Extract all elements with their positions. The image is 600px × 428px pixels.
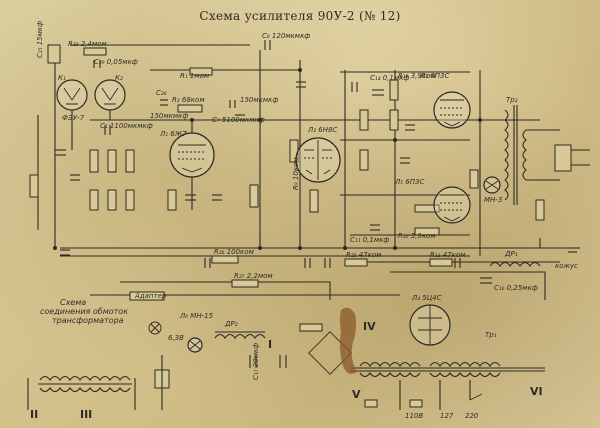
lamp-mn15	[187, 337, 203, 353]
label-c16: С₁₆ 0,25мкф	[494, 284, 538, 292]
label-r5: 150мкмкф	[150, 112, 188, 120]
schematic-title: Схема усилителя 90У-2 (№ 12)	[199, 9, 401, 23]
mains-switch	[364, 393, 483, 408]
label-c9: 150мкмкф	[240, 96, 278, 104]
label-l5: Л₅ 6П3С	[394, 178, 424, 186]
tube-l1-6zh7	[169, 120, 215, 210]
label-r13: R₁₃ 47ком	[430, 251, 466, 259]
label-c29: С₂₉ 0,05мкф	[94, 58, 138, 66]
label-r25: R₂₅ 47ком	[346, 251, 382, 259]
label-r27: R₂₇ 2,2мом	[234, 272, 273, 280]
label-r1: R₁ 1мом	[180, 72, 210, 80]
label-mn3: МН-3	[484, 196, 502, 204]
power-transformer-tr1	[350, 361, 545, 410]
label-roman-v: V	[352, 388, 361, 401]
label-l6: Л₆ МН-15	[179, 312, 214, 320]
indicator-lamp-mn3	[483, 176, 501, 194]
photomultiplier-feu7	[56, 79, 126, 150]
tube-l3-6p3s	[433, 91, 471, 129]
tube-l5-6p3s	[433, 186, 471, 224]
label-dr1: ДР₁	[504, 250, 518, 258]
label-tr1: Тр₁	[485, 331, 497, 339]
label-roman-iv: IV	[363, 320, 376, 333]
label-c26: С₂₆	[156, 89, 167, 97]
label-fev7: ФЭУ-7	[62, 114, 85, 122]
wiring-note-line1: Схема	[60, 298, 86, 307]
choke-dr2	[214, 331, 266, 339]
label-r9: R₉ 10ком	[292, 157, 300, 190]
label-r33: R₃₃ 2,4мом	[68, 40, 107, 48]
label-roman-vi: VI	[530, 385, 543, 398]
label-k2: К₂	[115, 74, 123, 82]
output-transformer-tr2	[504, 105, 590, 205]
tube-l2-6n8s	[295, 137, 341, 183]
resistors	[29, 44, 545, 332]
label-tr2: Тр₂	[506, 96, 518, 104]
wiring-note-line2: соединения обмоток	[40, 307, 128, 316]
label-c8: С₈ 120мкмкф	[262, 32, 310, 40]
label-v220: 220	[465, 412, 479, 420]
rectifier-l4	[308, 304, 451, 375]
label-v110: 110В	[405, 412, 423, 420]
component-labels: С₁₅ 15мкф R₃₃ 2,4мом С₂₉ 0,05мкф С₈ 120м…	[30, 21, 578, 421]
supply-rails	[37, 44, 580, 300]
label-c7: С₇ 5100мкмкф	[212, 116, 265, 124]
label-k1: К₁	[58, 74, 66, 82]
label-roman-ii: II	[30, 408, 38, 421]
label-r20: R₂₀ 3,9ком	[398, 232, 436, 240]
junctions	[53, 68, 482, 250]
label-c14: С₁₄ 0,1мкф	[370, 74, 409, 82]
label-dr2: ДР₂	[224, 320, 238, 328]
label-roman-i: I	[268, 338, 272, 351]
label-l6n8s: Л₂ 6Н8С	[307, 126, 337, 134]
label-c15: С₁₅ 15мкф	[36, 21, 44, 58]
label-l4: Л₄ 5Ц4С	[411, 294, 442, 302]
label-r26: R₂₆ 100ком	[214, 248, 255, 256]
label-c1: С₁ 1100мкмкф	[100, 122, 153, 130]
capacitors	[55, 40, 492, 368]
label-v127: 127	[440, 412, 454, 420]
label-roman-iii: III	[80, 408, 92, 421]
winding-diagram	[27, 321, 170, 410]
label-r2: R₂ 68ком	[172, 96, 205, 104]
choke-dr1	[489, 261, 541, 267]
label-c17: С₁₇ 20мкф	[252, 343, 260, 380]
wiring-note-line3: трансформатора	[52, 316, 124, 325]
label-c11: С₁₁ 0,1мкф	[350, 236, 389, 244]
label-l6zh7: Л₁ 6Ж7	[159, 130, 187, 138]
label-l3: Л₃ 6П3С	[419, 72, 449, 80]
label-v638: 6,3В	[168, 334, 184, 342]
label-kozhus: кожус	[555, 262, 578, 270]
label-r19: R₁₉ 3,9ком	[398, 72, 436, 80]
label-adapter: Адаптер	[134, 292, 167, 300]
paper-stain	[339, 307, 357, 374]
